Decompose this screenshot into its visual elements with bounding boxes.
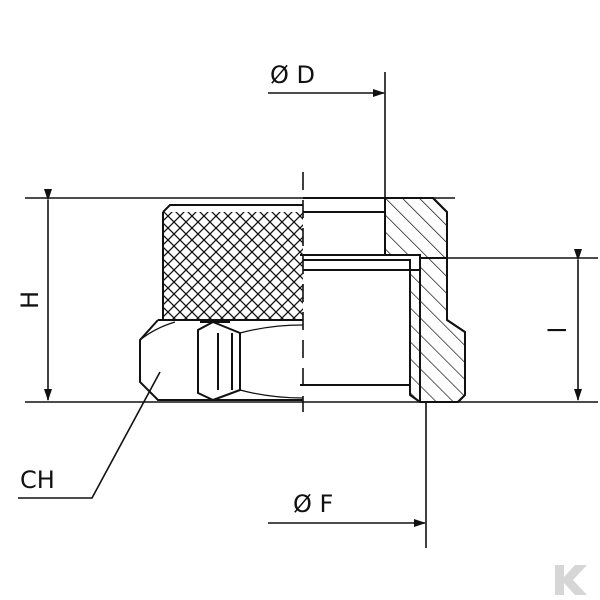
diameter-d-label: Ø D — [270, 61, 315, 89]
diameter-f-label: Ø F — [293, 490, 333, 518]
hex-nut-body — [139, 319, 303, 401]
knurled-section — [163, 212, 303, 320]
hex-label: CH — [20, 466, 55, 494]
hatch-top-wall — [384, 197, 448, 259]
hex-leader-line — [18, 371, 161, 499]
height-label: H — [16, 291, 44, 309]
hex-face-curves — [139, 321, 304, 399]
knurl-outline — [162, 204, 303, 320]
length-label: l — [544, 327, 572, 334]
hatch-right-wall — [409, 257, 466, 403]
brand-k-icon — [555, 565, 587, 595]
